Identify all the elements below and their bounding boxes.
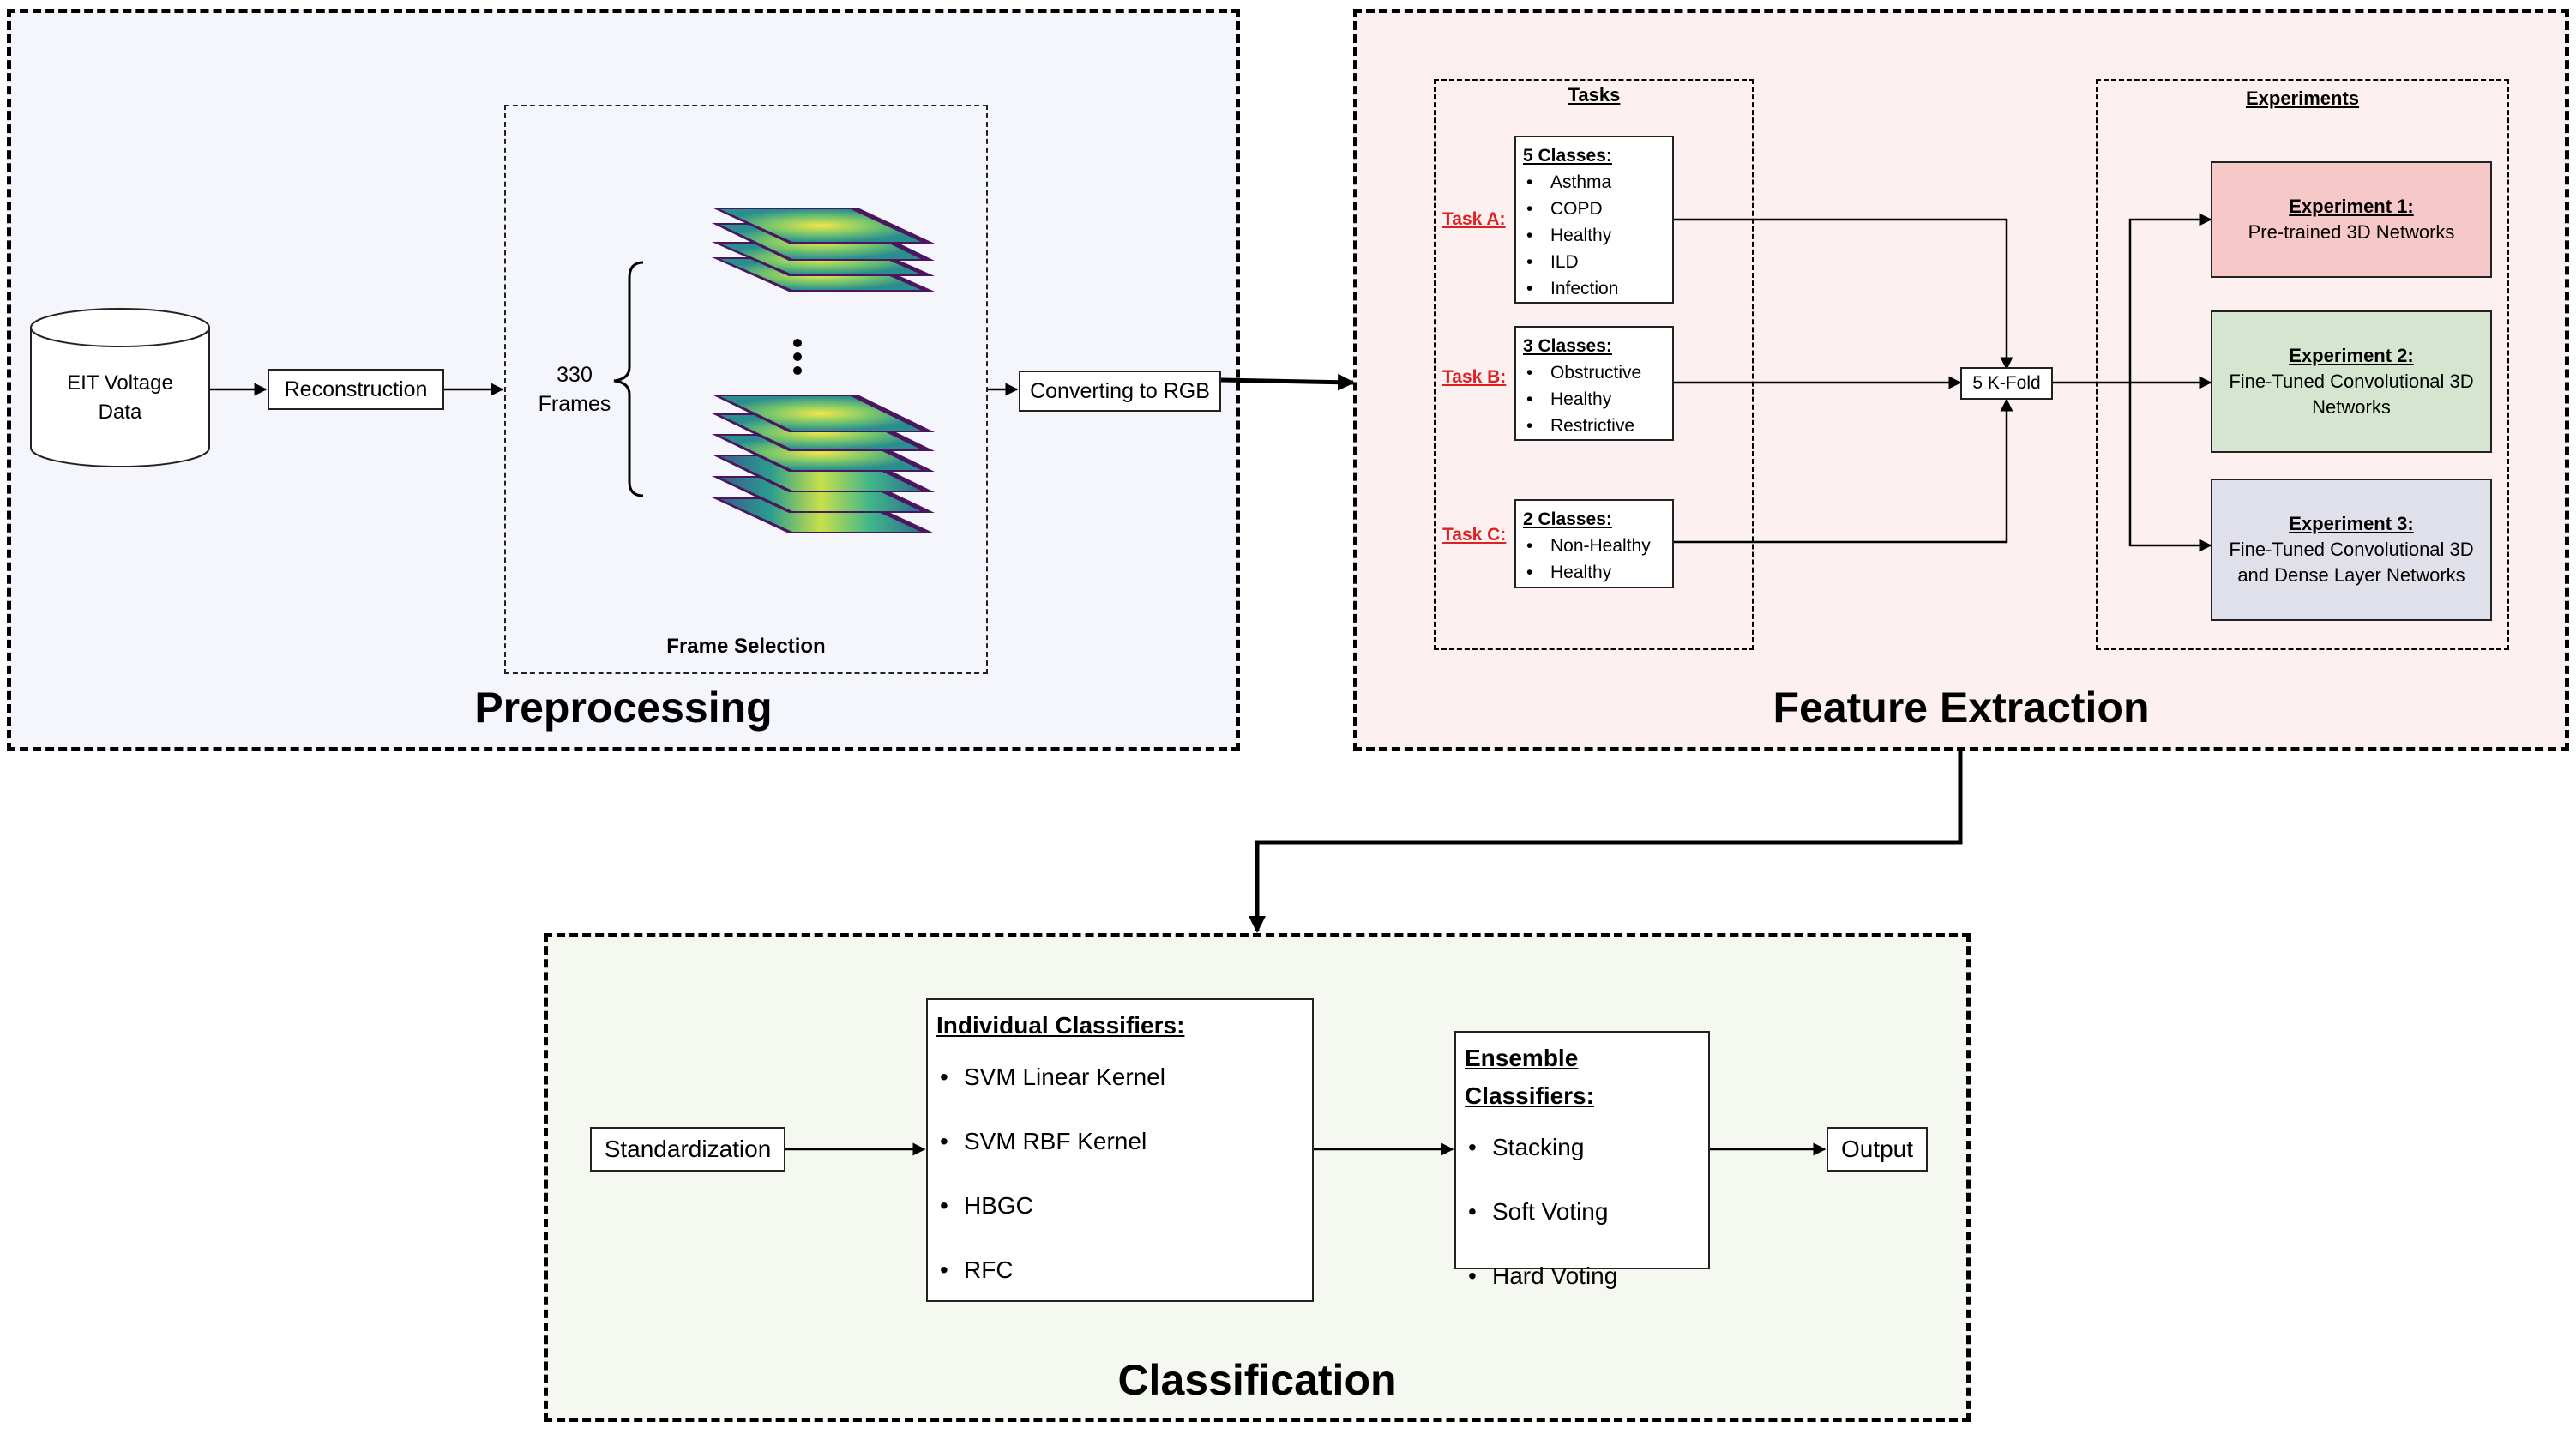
frames-count: 330: [557, 363, 593, 387]
experiment-1-desc: Pre-trained 3D Networks: [2248, 221, 2455, 243]
task-a-heading: 5 Classes:: [1523, 146, 1612, 166]
list-item: Non-Healthy: [1523, 533, 1665, 559]
list-item: Healthy: [1523, 222, 1665, 249]
task-b-label: Task B:: [1442, 367, 1507, 387]
task-a-label: Task A:: [1442, 209, 1506, 229]
experiment-1-box: Experiment 1: Pre-trained 3D Networks: [2211, 161, 2492, 278]
preprocessing-title: Preprocessing: [474, 684, 773, 732]
list-item: Soft Voting: [1465, 1179, 1700, 1244]
list-item: HBGC: [936, 1173, 1303, 1238]
task-a-box: 5 Classes: Asthma COPD Healthy ILD Infec…: [1514, 136, 1674, 304]
list-item: ILD: [1523, 249, 1665, 275]
database-cylinder: EIT Voltage Data: [29, 307, 211, 470]
list-item: Stacking: [1465, 1115, 1700, 1179]
list-item: Restrictive: [1523, 413, 1665, 439]
experiment-2-desc: Fine-Tuned Convolutional 3D Networks: [2229, 371, 2474, 418]
eit-frame-stack-image: [712, 208, 935, 533]
experiment-1-title: Experiment 1:: [2289, 196, 2414, 217]
experiment-2-box: Experiment 2: Fine-Tuned Convolutional 3…: [2211, 310, 2492, 453]
task-c-box: 2 Classes: Non-Healthy Healthy: [1514, 499, 1674, 588]
reconstruction-box: Reconstruction: [268, 369, 444, 410]
list-item: SVM Linear Kernel: [936, 1045, 1303, 1109]
frames-count-label: 330 Frames: [532, 358, 617, 420]
tasks-group: [1434, 79, 1754, 650]
experiment-2-title: Experiment 2:: [2289, 345, 2414, 366]
individual-classifiers-box: Individual Classifiers: SVM Linear Kerne…: [926, 998, 1314, 1302]
task-c-list: Non-Healthy Healthy: [1523, 533, 1665, 586]
individual-classifiers-list: SVM Linear Kernel SVM RBF Kernel HBGC RF…: [936, 1045, 1303, 1302]
task-a-list: Asthma COPD Healthy ILD Infection: [1523, 169, 1665, 302]
list-item: Healthy: [1523, 386, 1665, 413]
list-item: Asthma: [1523, 169, 1665, 196]
list-item: Hard Voting: [1465, 1244, 1700, 1308]
ensemble-classifiers-box: Ensemble Classifiers: Stacking Soft Voti…: [1454, 1031, 1710, 1308]
task-b-heading: 3 Classes:: [1523, 336, 1612, 356]
list-item: Obstructive: [1523, 359, 1665, 386]
converting-rgb-box: Converting to RGB: [1019, 371, 1221, 412]
frame-selection-box: [504, 105, 988, 674]
ellipsis-dots: [793, 339, 802, 375]
task-c-label: Task C:: [1442, 525, 1507, 545]
experiment-3-box: Experiment 3: Fine-Tuned Convolutional 3…: [2211, 479, 2492, 621]
classification-title: Classification: [1117, 1356, 1397, 1404]
list-item: RFC: [936, 1238, 1303, 1302]
kfold-box: 5 K-Fold: [1960, 367, 2053, 400]
feature-extraction-title: Feature Extraction: [1773, 684, 2150, 732]
task-c-heading: 2 Classes:: [1523, 509, 1612, 529]
experiments-group: [2096, 79, 2509, 650]
frame-stack-top: [712, 208, 935, 292]
tasks-header: Tasks: [1568, 84, 1621, 105]
standardization-box: Standardization: [590, 1127, 785, 1172]
task-b-list: Obstructive Healthy Restrictive: [1523, 359, 1665, 439]
list-item: Healthy: [1523, 559, 1665, 586]
ensemble-classifiers-heading: Ensemble Classifiers:: [1465, 1045, 1594, 1109]
eit-voltage-data-label: EIT Voltage Data: [67, 371, 173, 424]
frame-stack-bottom: [712, 395, 935, 533]
ensemble-classifiers-list: Stacking Soft Voting Hard Voting: [1465, 1115, 1700, 1308]
task-b-box: 3 Classes: Obstructive Healthy Restricti…: [1514, 326, 1674, 441]
frame-selection-label: Frame Selection: [666, 635, 826, 658]
list-item: Infection: [1523, 275, 1665, 302]
list-item: SVM RBF Kernel: [936, 1109, 1303, 1173]
individual-classifiers-heading: Individual Classifiers:: [936, 1012, 1185, 1039]
frames-label: Frames: [538, 392, 611, 416]
experiment-3-desc: Fine-Tuned Convolutional 3D and Dense La…: [2229, 539, 2474, 586]
experiments-header: Experiments: [2245, 87, 2360, 109]
experiment-3-title: Experiment 3:: [2289, 513, 2414, 534]
database-icon: [30, 308, 210, 467]
list-item: COPD: [1523, 196, 1665, 222]
output-box: Output: [1827, 1127, 1928, 1172]
